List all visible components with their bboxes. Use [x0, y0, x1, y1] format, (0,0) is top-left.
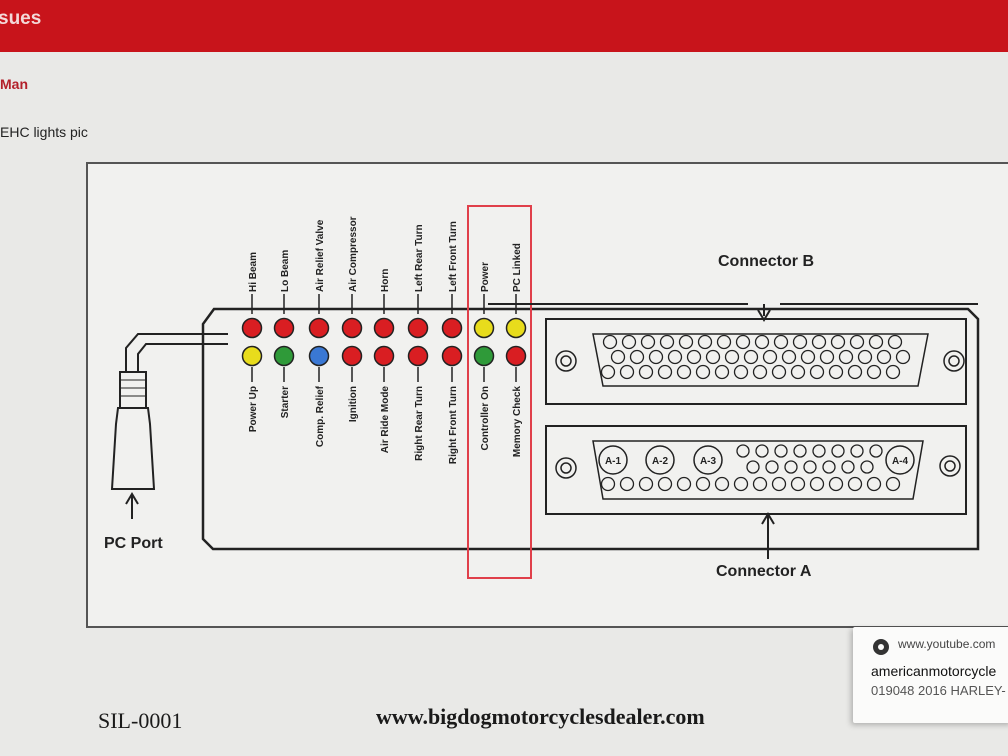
pc-port-plug — [119, 371, 147, 409]
led-top-5 — [407, 317, 429, 339]
connector-b — [545, 318, 967, 405]
chrome-icon — [873, 639, 889, 655]
led-label-bottom-4: Air Ride Mode — [380, 386, 391, 454]
toast-source: www.youtube.com — [898, 637, 996, 651]
led-bottom-0 — [241, 345, 263, 367]
led-bottom-6 — [441, 345, 463, 367]
led-label-top-4: Horn — [380, 269, 391, 292]
pin-label-3: A-4 — [892, 456, 909, 467]
led-top-8 — [505, 317, 527, 339]
pin-label-2: A-3 — [700, 456, 717, 467]
notification-toast[interactable]: www.youtube.com americanmotorcycle 01904… — [853, 627, 1008, 723]
led-label-top-7: Power — [480, 262, 491, 292]
led-top-0 — [241, 317, 263, 339]
toast-body: 019048 2016 HARLEY- — [871, 683, 1006, 698]
led-label-top-2: Air Relief Valve — [315, 219, 326, 292]
led-bottom-3 — [341, 345, 363, 367]
toast-title: americanmotorcycle — [871, 663, 997, 679]
led-top-4 — [373, 317, 395, 339]
led-label-top-8: PC Linked — [512, 243, 523, 292]
led-top-1 — [273, 317, 295, 339]
sil-number: SIL-0001 — [98, 708, 183, 733]
pin-label-1: A-2 — [652, 456, 669, 467]
controller-housing — [201, 307, 980, 551]
led-bottom-7 — [473, 345, 495, 367]
led-label-top-6: Left Front Turn — [448, 221, 459, 292]
pin-A-1 — [598, 445, 628, 475]
pc-cable — [125, 333, 228, 374]
led-label-top-3: Air Compressor — [348, 216, 359, 292]
led-label-bottom-0: Power Up — [248, 386, 259, 432]
led-label-top-0: Hi Beam — [248, 252, 259, 292]
led-top-2 — [308, 317, 330, 339]
connector-a-label: Connector A — [716, 563, 812, 580]
pin-label-0: A-1 — [605, 456, 622, 467]
led-bottom-4 — [373, 345, 395, 367]
led-label-top-1: Lo Beam — [280, 250, 291, 292]
connector-b-label: Connector B — [718, 253, 814, 270]
pin-A-3 — [693, 445, 723, 475]
led-label-bottom-1: Starter — [280, 386, 291, 418]
led-bottom-5 — [407, 345, 429, 367]
led-label-bottom-3: Ignition — [348, 386, 359, 422]
dealer-url: www.bigdogmotorcyclesdealer.com — [376, 704, 705, 729]
post-author[interactable]: Man — [0, 76, 28, 92]
ehc-diagram: Hi Beam Lo Beam Air Relief Valve Air Compre… — [104, 205, 980, 580]
led-label-bottom-8: Memory Check — [512, 386, 523, 458]
connector-a — [545, 425, 967, 515]
led-label-bottom-2: Comp. Relief — [315, 385, 326, 447]
posted-image: Hi Beam Lo Beam Air Relief Valve Air Compre… — [86, 162, 1008, 628]
highlight-box — [467, 205, 532, 579]
led-bottom-8 — [505, 345, 527, 367]
forum-section-title[interactable]: sues — [0, 8, 42, 29]
led-top-7 — [473, 317, 495, 339]
led-top-6 — [441, 317, 463, 339]
led-bottom-1 — [273, 345, 295, 367]
pc-port-label: PC Port — [104, 535, 163, 552]
led-label-bottom-7: Controller On — [480, 386, 491, 450]
led-label-top-5: Left Rear Turn — [414, 224, 425, 292]
post-text: EHC lights pic — [0, 124, 88, 140]
led-label-bottom-6: Right Front Turn — [448, 386, 459, 464]
pin-A-4 — [885, 445, 915, 475]
led-top-3 — [341, 317, 363, 339]
led-label-bottom-5: Right Rear Turn — [414, 386, 425, 461]
top-bar: sues — [0, 0, 1008, 52]
led-bottom-2 — [308, 345, 330, 367]
pin-A-2 — [645, 445, 675, 475]
